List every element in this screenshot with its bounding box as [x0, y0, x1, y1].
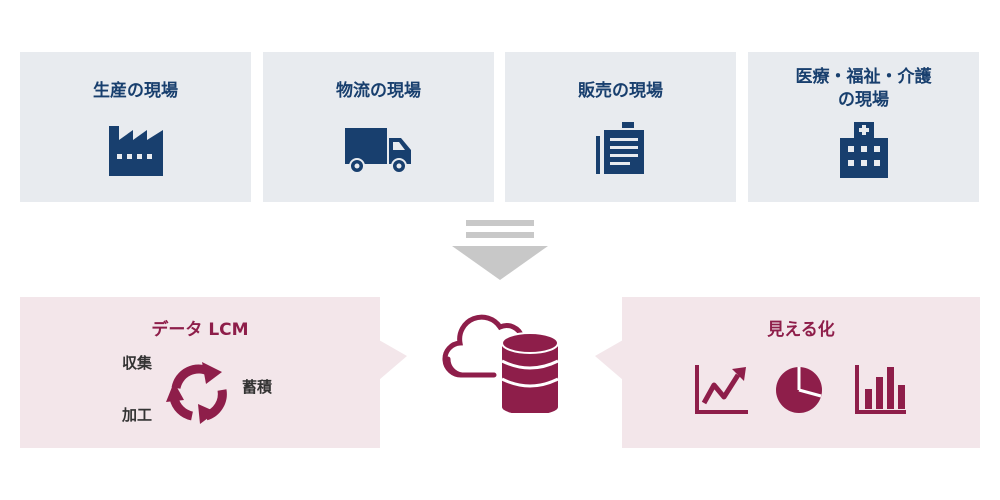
down-arrow-icon — [452, 220, 548, 280]
tile-production-title: 生産の現場 — [93, 81, 178, 101]
register-icon — [505, 122, 736, 182]
tile-production: 生産の現場 — [20, 52, 251, 202]
tile-retail-title: 販売の現場 — [578, 81, 663, 101]
hospital-icon — [748, 122, 979, 184]
tile-retail: 販売の現場 — [505, 52, 736, 202]
lcm-panel-pointer — [379, 340, 407, 380]
label-process: 加工 — [122, 406, 153, 424]
factory-icon — [20, 122, 251, 182]
line-chart-icon — [695, 365, 748, 414]
tile-logistics-title: 物流の現場 — [336, 81, 421, 101]
cloud-database-icon — [442, 314, 559, 413]
lcm-title: データ LCM — [151, 320, 249, 340]
tile-medical: 医療・福祉・介護 の現場 — [748, 52, 979, 202]
pie-chart-icon — [776, 367, 822, 413]
tile-medical-title-line1: 医療・福祉・介護 — [795, 67, 932, 87]
tile-medical-title-line2: の現場 — [838, 90, 889, 110]
cycle-arrows-icon — [166, 362, 227, 424]
visualize-panel: 見える化 — [622, 297, 980, 448]
visualize-title: 見える化 — [767, 320, 835, 340]
visualize-panel-pointer — [595, 340, 623, 380]
label-collect: 収集 — [122, 354, 153, 372]
truck-icon — [263, 122, 494, 182]
tile-logistics: 物流の現場 — [263, 52, 494, 202]
label-store: 蓄積 — [242, 378, 273, 396]
bar-chart-icon — [855, 365, 906, 414]
lcm-panel: データ LCM 収集 蓄積 加工 — [20, 297, 380, 448]
tile-medical-title: 医療・福祉・介護 の現場 — [748, 66, 979, 112]
